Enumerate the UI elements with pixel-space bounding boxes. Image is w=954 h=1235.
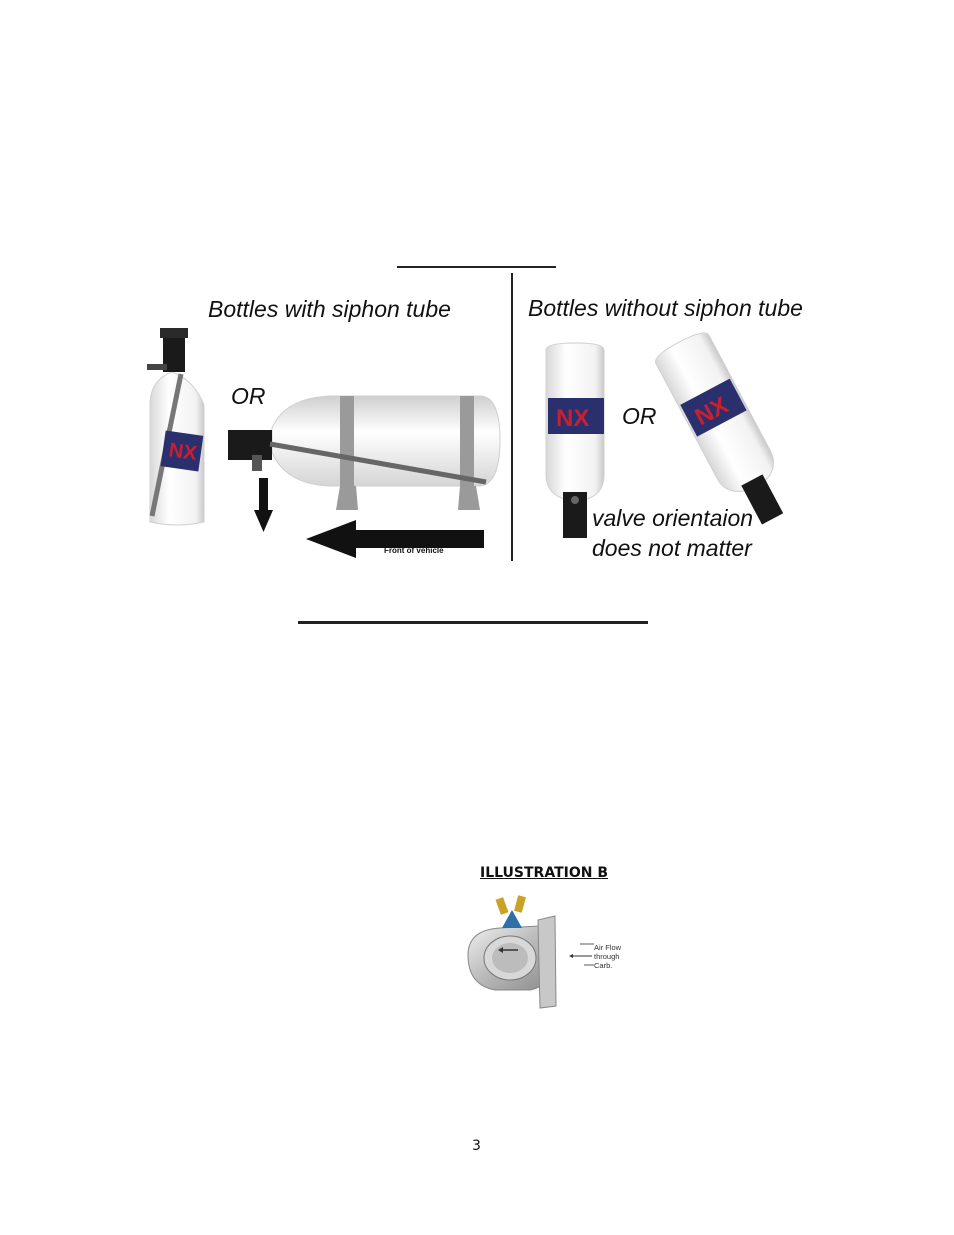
horizontal-siphon-bottle <box>228 395 501 510</box>
airflow-label: Air Flow through Carb. <box>594 943 621 970</box>
airflow-line: Carb. <box>594 961 613 970</box>
bottom-rule <box>298 621 648 624</box>
tilted-bottle-no-siphon: NX <box>655 332 784 525</box>
right-section-title: Bottles without siphon tube <box>528 295 803 321</box>
left-section-title: Bottles with siphon tube <box>208 296 451 322</box>
bottles-figure: NX NX NX <box>147 328 784 558</box>
figure-divider <box>511 273 513 561</box>
carb-adapter-image <box>467 895 594 1009</box>
svg-text:NX: NX <box>167 439 198 465</box>
illustration-b-heading: ILLUSTRATION B <box>480 865 609 881</box>
or-label-left: OR <box>231 383 266 409</box>
top-short-rule <box>397 266 556 268</box>
front-of-vehicle-label: Front of vehicle <box>384 546 444 555</box>
note-line-1: valve orientaion <box>592 505 754 531</box>
page-number: 3 <box>472 1138 481 1154</box>
vertical-bottle-no-siphon: NX <box>545 342 605 538</box>
front-of-vehicle-arrow <box>306 520 484 558</box>
airflow-line: Air Flow <box>594 943 622 952</box>
upright-siphon-bottle: NX <box>147 328 205 526</box>
or-label-right: OR <box>622 403 657 429</box>
down-arrow <box>254 478 273 532</box>
note-line-2: does not matter <box>592 535 752 561</box>
svg-text:NX: NX <box>556 405 589 432</box>
airflow-line: through <box>594 952 620 961</box>
